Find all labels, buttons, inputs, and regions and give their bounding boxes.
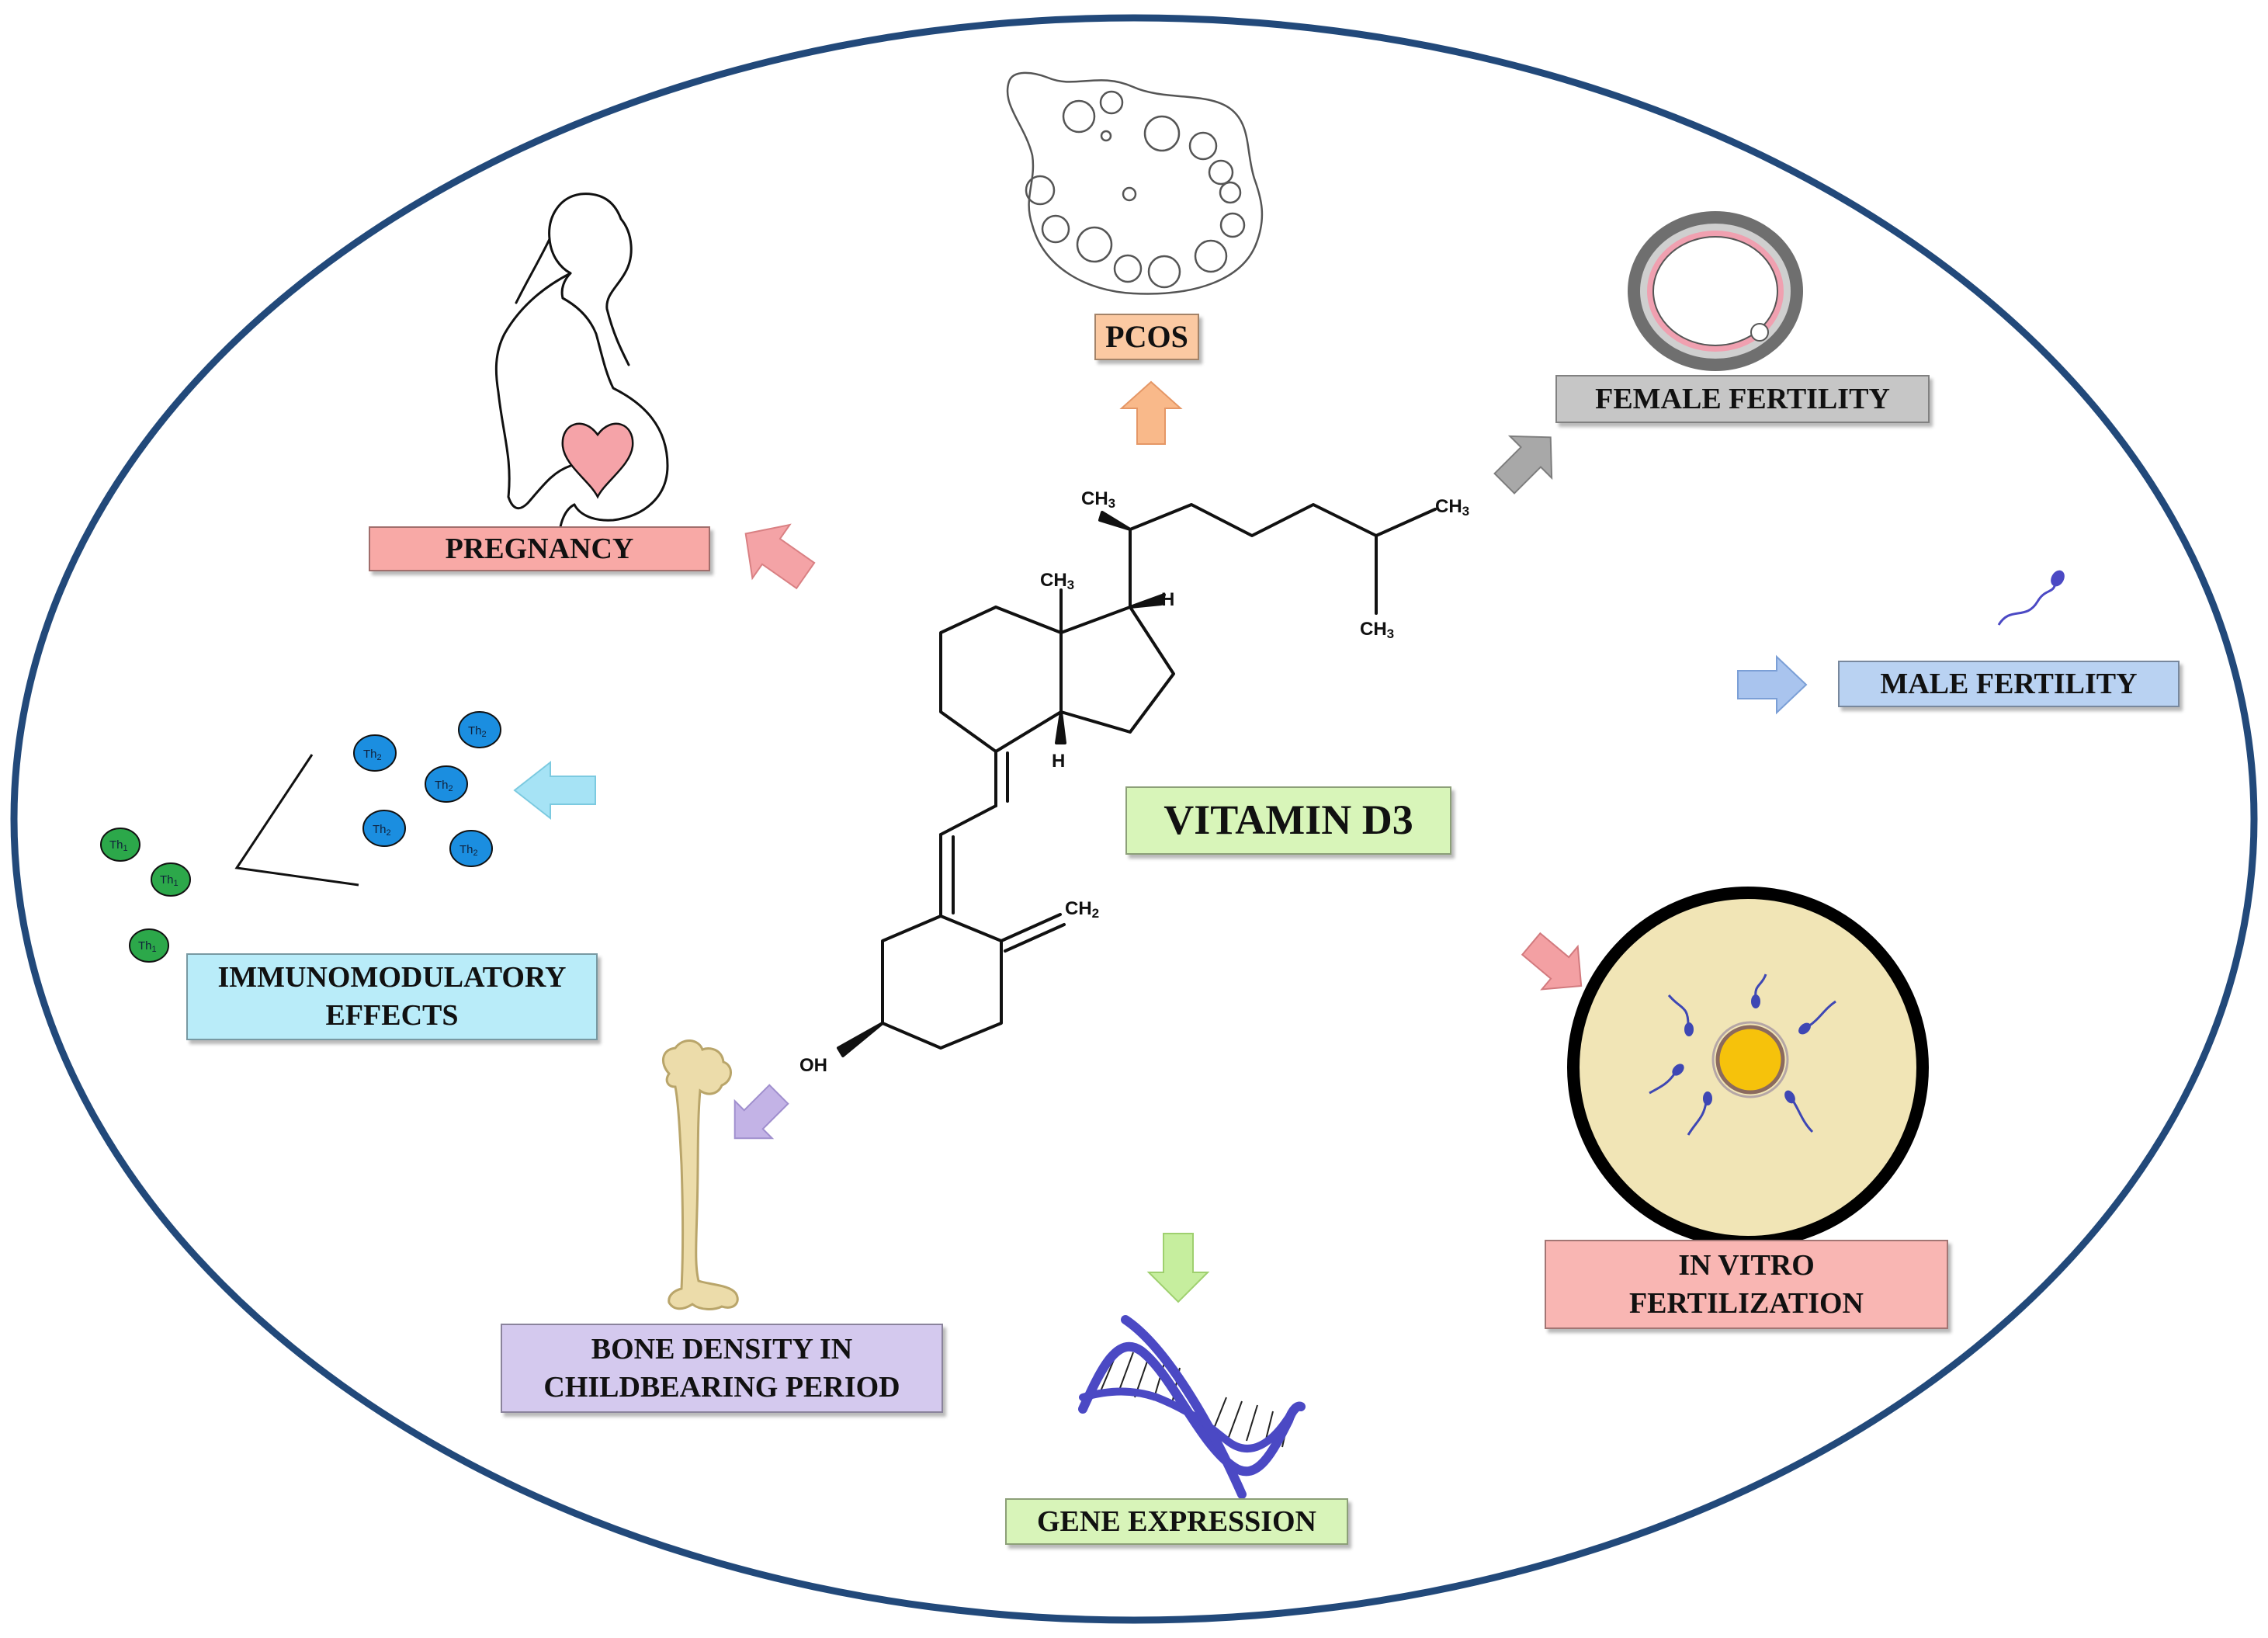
immune-cells-group: Th2 Th2 Th2 Th2 Th2 Th1 <box>100 711 501 963</box>
vitamin-d3-molecule <box>837 503 1437 1057</box>
ch3-label-right: CH3 <box>1435 496 1469 519</box>
dna-helix-icon <box>1078 1315 1306 1499</box>
arrow-pregnancy-icon <box>744 523 816 590</box>
pcos-label-box: PCOS <box>1094 314 1199 360</box>
immunomodulatory-label-line-2: EFFECTS <box>325 999 459 1032</box>
arrow-gene-expression-icon <box>1146 1233 1210 1303</box>
ivf-label-box: IN VITRO FERTILIZATION <box>1545 1240 1948 1329</box>
ch2-label: CH2 <box>1065 898 1099 921</box>
male-fertility-label-box: MALE FERTILITY <box>1838 661 2180 707</box>
th2-cell-icon: Th2 <box>353 734 397 772</box>
vitamin-d3-label: VITAMIN D3 <box>1163 796 1413 844</box>
immunomodulatory-label-line-1: IMMUNOMODULATORY <box>217 961 567 994</box>
polycystic-ovary-icon <box>1006 71 1264 295</box>
ivf-label-line-2: FERTILIZATION <box>1628 1286 1864 1320</box>
male-fertility-label: MALE FERTILITY <box>1880 667 2138 700</box>
pregnancy-label: PREGNANCY <box>445 532 634 565</box>
th2-cell-icon: Th2 <box>458 711 501 748</box>
uterus-ring-icon <box>1628 211 1803 371</box>
arrow-female-fertility-icon <box>1493 435 1553 495</box>
female-fertility-label: FEMALE FERTILITY <box>1595 382 1890 415</box>
pcos-label: PCOS <box>1105 319 1188 355</box>
bone-icon <box>662 1039 739 1310</box>
molecule-labels: CH3 CH3 CH3 CH3 H H CH2 OH <box>799 488 1469 1076</box>
h-label-upper: H <box>1161 589 1174 610</box>
vitamin-d3-label-box: VITAMIN D3 <box>1125 786 1451 855</box>
svg-text:Th1: Th1 <box>160 873 179 888</box>
th1-cell-icon: Th1 <box>151 862 191 897</box>
gene-expression-label: GENE EXPRESSION <box>1036 1504 1317 1538</box>
pregnancy-label-box: PREGNANCY <box>369 526 710 571</box>
th2-cell-icon: Th2 <box>362 810 406 847</box>
svg-text:Th2: Th2 <box>363 748 382 762</box>
pregnant-woman-icon <box>494 193 669 545</box>
h-label-lower: H <box>1052 751 1065 772</box>
immunomodulatory-label-box: IMMUNOMODULATORY EFFECTS <box>186 953 598 1040</box>
th1-th2-shift-line <box>234 754 359 887</box>
ivf-label-line-1: IN VITRO <box>1678 1248 1815 1282</box>
th2-cell-icon: Th2 <box>449 830 493 867</box>
th1-cell-icon: Th1 <box>100 828 140 862</box>
female-fertility-label-box: FEMALE FERTILITY <box>1555 375 1930 423</box>
ch3-label-ring: CH3 <box>1040 570 1074 592</box>
svg-text:Th2: Th2 <box>373 823 391 838</box>
bone-density-label-line-2: CHILDBEARING PERIOD <box>543 1370 900 1404</box>
svg-text:Th1: Th1 <box>138 939 157 954</box>
svg-text:Th2: Th2 <box>468 724 487 739</box>
bone-density-label-line-1: BONE DENSITY IN <box>591 1332 853 1366</box>
svg-text:Th2: Th2 <box>435 779 453 793</box>
bone-density-label-box: BONE DENSITY IN CHILDBEARING PERIOD <box>501 1324 943 1413</box>
ivf-egg-icon <box>1567 887 1929 1248</box>
ch3-label-bottom: CH3 <box>1360 619 1394 641</box>
oh-label: OH <box>799 1055 827 1076</box>
arrow-immunomodulatory-icon <box>513 760 596 821</box>
svg-text:Th2: Th2 <box>459 843 478 858</box>
sperm-icon <box>1997 570 2065 626</box>
arrow-bone-icon <box>733 1084 789 1140</box>
ch3-label-top-left: CH3 <box>1081 488 1115 511</box>
arrow-ivf-icon <box>1521 932 1583 991</box>
arrow-male-fertility-icon <box>1737 654 1808 715</box>
heart-icon <box>561 422 634 499</box>
th1-cell-icon: Th1 <box>129 928 169 963</box>
arrow-pcos-icon <box>1119 380 1183 445</box>
th2-cell-icon: Th2 <box>425 765 468 803</box>
svg-text:Th1: Th1 <box>109 838 128 853</box>
gene-expression-label-box: GENE EXPRESSION <box>1005 1498 1348 1545</box>
